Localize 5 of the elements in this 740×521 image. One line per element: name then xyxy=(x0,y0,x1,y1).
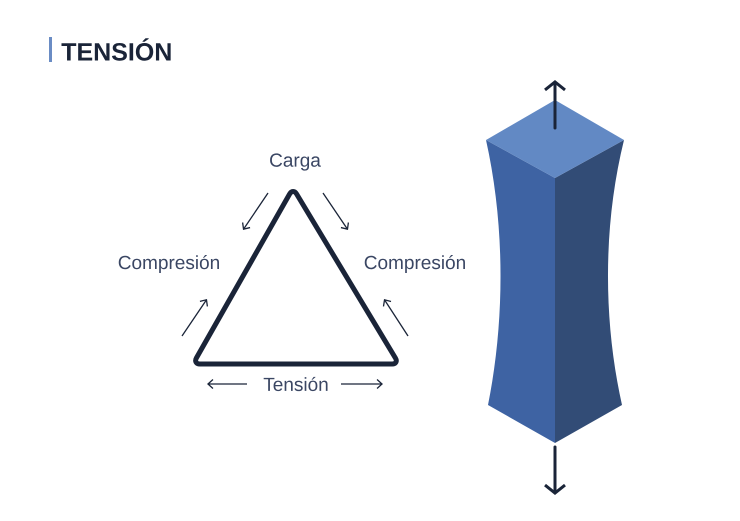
force-label: Tensión xyxy=(264,376,328,392)
force-label: Compresión xyxy=(118,255,219,273)
force-label: Carga xyxy=(270,153,321,171)
force-label: Compresión xyxy=(364,255,465,273)
title: TENSIÓN xyxy=(62,38,171,61)
